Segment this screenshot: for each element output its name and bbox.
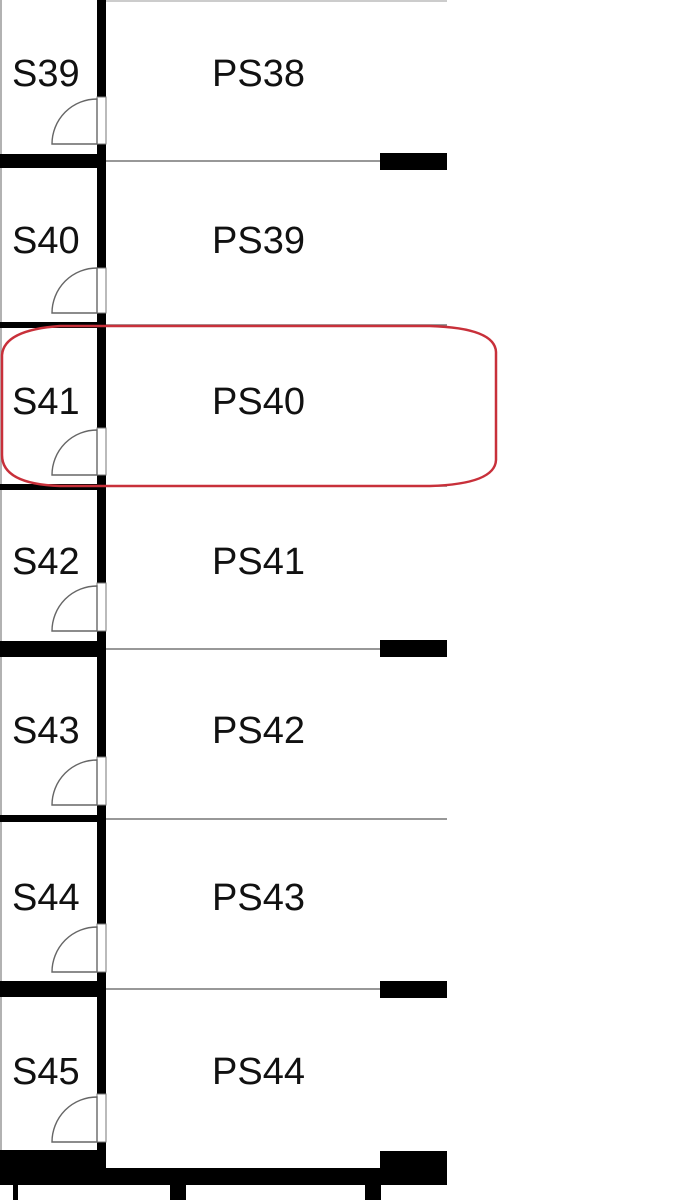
door-icon <box>51 582 107 632</box>
door-icon <box>51 96 107 145</box>
column-block <box>380 153 447 170</box>
highlight-outline <box>0 324 498 488</box>
door-icon <box>51 427 107 476</box>
door-icon <box>51 923 107 973</box>
door-icon <box>51 267 107 314</box>
storage-label: S45 <box>12 1051 80 1093</box>
column-block <box>380 640 447 657</box>
bottom-wall <box>0 1168 447 1185</box>
parking-label: PS43 <box>212 877 305 919</box>
storage-divider-wall <box>0 154 100 168</box>
storage-divider-wall <box>0 641 100 657</box>
storage-label: S40 <box>12 220 80 262</box>
bottom-column-block <box>380 1151 447 1185</box>
parking-label: PS44 <box>212 1051 305 1093</box>
parking-label: PS42 <box>212 710 305 752</box>
door-icon <box>51 756 107 806</box>
storage-divider-wall <box>0 981 100 997</box>
storage-divider-wall <box>0 322 100 328</box>
parking-label-highlighted: PS40 <box>212 381 305 423</box>
bottom-wall-post <box>170 1185 186 1200</box>
bottom-wall-post <box>13 1185 18 1200</box>
parking-label: PS41 <box>212 541 305 583</box>
door-icon <box>51 1093 107 1143</box>
parking-label: PS39 <box>212 220 305 262</box>
storage-divider-wall <box>0 484 100 490</box>
central-wall <box>97 0 106 1160</box>
storage-label-highlighted: S41 <box>12 381 80 423</box>
bottom-wall-post <box>365 1185 381 1200</box>
storage-divider-wall <box>0 815 100 822</box>
storage-label: S44 <box>12 877 80 919</box>
parking-label: PS38 <box>212 53 305 95</box>
storage-label: S42 <box>12 541 80 583</box>
column-block <box>380 981 447 998</box>
storage-label: S39 <box>12 53 80 95</box>
storage-label: S43 <box>12 710 80 752</box>
